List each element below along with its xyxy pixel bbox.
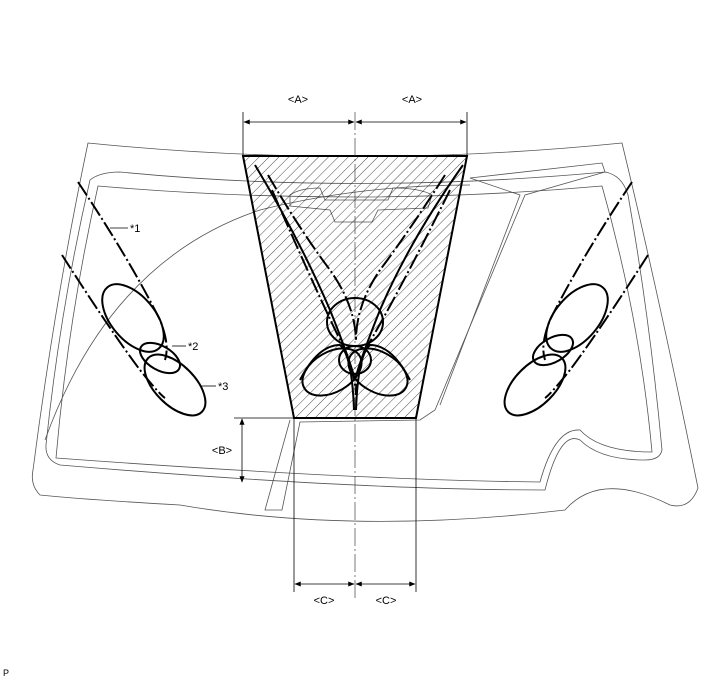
center-curve-lower-right — [355, 343, 411, 411]
left-ellipse-mid — [139, 341, 181, 375]
center-ellipse-right — [347, 347, 409, 397]
center-ellipse-left — [301, 347, 363, 397]
left-ellipse-low — [143, 353, 207, 417]
center-ellipse-small — [338, 345, 372, 375]
right-curve-1 — [542, 181, 633, 361]
center-curve-dashed-left — [267, 174, 357, 341]
center-curve-dashed-right — [355, 174, 446, 341]
left-ellipse-large — [101, 283, 165, 353]
dim-b-label: <B> — [212, 445, 232, 457]
left-curve-2 — [61, 254, 166, 399]
dim-a-right-label: <A> — [402, 94, 422, 106]
right-curve-2 — [544, 254, 649, 399]
right-ellipse-large — [545, 283, 609, 353]
wiper-sweep-rectangle — [264, 162, 606, 511]
dim-a-left-label: <A> — [288, 94, 308, 106]
dim-c-right-label: <C> — [376, 595, 397, 607]
callout-2-label: *2 — [188, 341, 198, 353]
windshield-outer-outline — [31, 142, 699, 522]
callout-3-label: *3 — [218, 381, 228, 393]
center-curve-lower-left — [299, 343, 355, 411]
callout-1-label: *1 — [130, 223, 140, 235]
dim-c-left-label: <C> — [314, 595, 335, 607]
corner-code: P — [3, 668, 9, 678]
center-curve-wipe-right — [355, 189, 451, 396]
windshield-inner-outline-2 — [55, 185, 653, 483]
wiper-sweep-rectangle-2 — [439, 177, 521, 406]
right-ellipse-low — [503, 353, 567, 417]
